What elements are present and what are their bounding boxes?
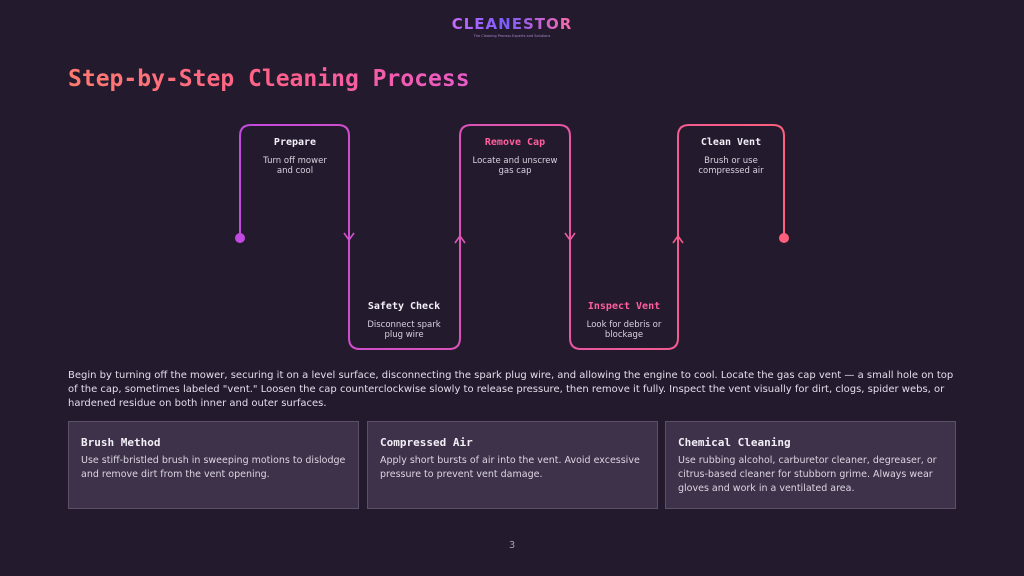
logo-wordmark: CLEANESTOR xyxy=(451,15,573,33)
logo-tagline: The Cleaning Process Experts and Solutio… xyxy=(473,34,551,38)
intro-paragraph: Begin by turning off the mower, securing… xyxy=(68,370,954,409)
arrow-down-icon xyxy=(343,232,355,242)
card-text: Use rubbing alcohol, carburetor cleaner,… xyxy=(678,455,937,494)
card-text: Apply short bursts of air into the vent.… xyxy=(380,455,640,480)
arrow-down-icon xyxy=(564,232,576,242)
step-description: Turn off mower and cool xyxy=(263,156,327,176)
card-brush-method: Brush Method Use stiff-bristled brush in… xyxy=(68,421,359,509)
step-description: Brush or use compressed air xyxy=(698,156,764,176)
step-clean-vent: Clean Vent Brush or use compressed air xyxy=(676,137,786,176)
step-title: Safety Check xyxy=(367,301,441,312)
card-title: Compressed Air xyxy=(380,436,473,449)
step-description: Look for debris or blockage xyxy=(586,320,662,340)
step-description: Disconnect spark plug wire xyxy=(367,320,441,340)
card-text: Use stiff-bristled brush in sweeping mot… xyxy=(81,455,346,480)
step-title: Clean Vent xyxy=(700,137,762,148)
arrow-up-icon xyxy=(454,234,466,244)
step-description: Locate and unscrew gas cap xyxy=(472,156,558,176)
step-title: Prepare xyxy=(273,137,317,148)
card-title: Brush Method xyxy=(81,436,161,449)
step-inspect-vent: Inspect Vent Look for debris or blockage xyxy=(569,301,679,340)
card-compressed-air: Compressed Air Apply short bursts of air… xyxy=(367,421,658,509)
step-safety-check: Safety Check Disconnect spark plug wire xyxy=(349,301,459,340)
start-dot-icon xyxy=(235,233,245,243)
card-title: Chemical Cleaning xyxy=(678,436,791,449)
brand-logo: CLEANESTOR The Cleaning Process Experts … xyxy=(0,14,1024,38)
step-title: Inspect Vent xyxy=(587,301,661,312)
page-number: 3 xyxy=(508,540,516,551)
card-chemical-cleaning: Chemical Cleaning Use rubbing alcohol, c… xyxy=(665,421,956,509)
step-remove-cap: Remove Cap Locate and unscrew gas cap xyxy=(460,137,570,176)
end-dot-icon xyxy=(779,233,789,243)
page-title: Step-by-Step Cleaning Process xyxy=(68,66,470,92)
flow-path xyxy=(239,124,785,350)
step-prepare: Prepare Turn off mower and cool xyxy=(240,137,350,176)
step-title: Remove Cap xyxy=(484,137,546,148)
arrow-up-icon xyxy=(672,234,684,244)
